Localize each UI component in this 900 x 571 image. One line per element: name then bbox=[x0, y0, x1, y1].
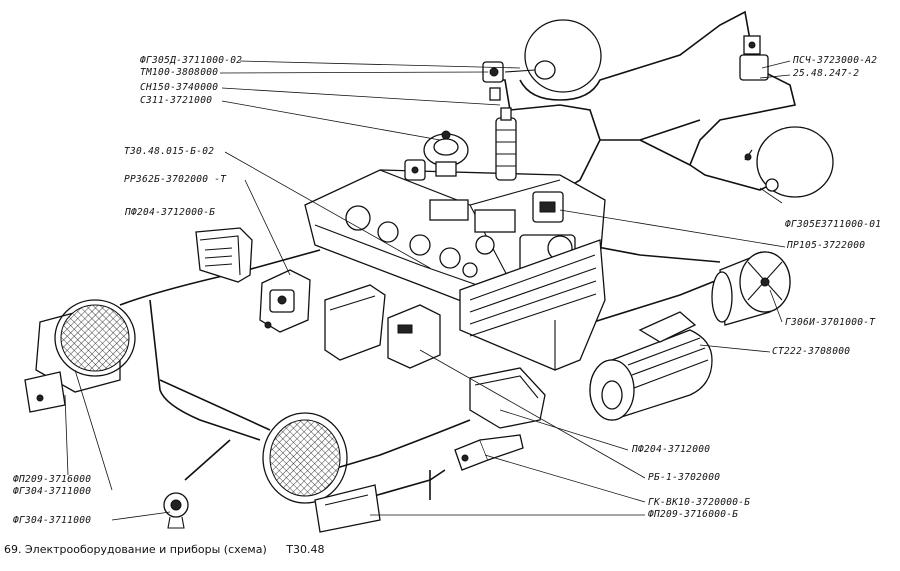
label-psch-sub: 25.48.247-2 bbox=[793, 68, 860, 79]
label-g306i: Г306И-3701000-Т bbox=[785, 317, 876, 328]
caption-text: Электрооборудование и приборы (схема) bbox=[25, 543, 267, 556]
headlight-left-lower bbox=[262, 412, 381, 533]
headlight-left-upper bbox=[24, 299, 136, 413]
label-pf204-bottom: ПФ204-3712000 bbox=[632, 444, 711, 455]
generator bbox=[711, 251, 791, 326]
label-psch: ПСЧ-3723000-А2 bbox=[793, 55, 878, 66]
label-st222: СТ222-3708000 bbox=[772, 346, 851, 357]
leader-lines bbox=[64, 60, 791, 521]
starter bbox=[589, 311, 713, 421]
label-fg305d: ФГ305Д-3711000-02 bbox=[140, 55, 243, 66]
turn-relay-psch bbox=[739, 35, 769, 81]
fuse-box bbox=[324, 284, 441, 369]
label-tm100: ТМ100-3808000 bbox=[140, 67, 219, 78]
label-t30-48: Т30.48.015-Б-02 bbox=[124, 146, 215, 157]
label-rr362b: РР362Б-3702000 -Т bbox=[124, 174, 227, 185]
ground-switch bbox=[454, 434, 524, 471]
side-lamp-pf204 bbox=[195, 227, 253, 283]
voltage-regulator bbox=[259, 269, 311, 333]
label-pr105: ПР105-3722000 bbox=[787, 240, 866, 251]
trailer-socket bbox=[163, 492, 189, 529]
side-lamp-pf204-bottom bbox=[469, 367, 546, 429]
figure-caption: 69. Электрооборудование и приборы (схема… bbox=[4, 543, 324, 556]
label-fp209: ФП209-3716000 bbox=[13, 474, 92, 485]
label-pf204-left: ПФ204-3712000-Б bbox=[125, 207, 216, 218]
label-fg304-a: ФГ304-3711000 bbox=[13, 486, 92, 497]
caption-number: 69. bbox=[4, 543, 22, 556]
label-fp209-b: ФП209-3716000-Б bbox=[648, 509, 739, 520]
label-gk-vk10: ГК-ВК10-3720000-Б bbox=[648, 497, 751, 508]
headlight-right bbox=[744, 126, 834, 198]
label-sn150: СН150-3740000 bbox=[140, 82, 219, 93]
label-rb1: РБ-1-3702000 bbox=[648, 472, 721, 483]
label-fg304-b: ФГ304-3711000 bbox=[13, 515, 92, 526]
caption-model: Т30.48 bbox=[286, 543, 325, 556]
battery-block bbox=[459, 239, 606, 371]
spark-plug bbox=[495, 107, 517, 181]
headlight-top bbox=[504, 19, 602, 93]
label-s311: С311-3721000 bbox=[140, 95, 213, 106]
label-fg305e: ФГ305Е3711000-01 bbox=[785, 219, 882, 230]
panel-switch bbox=[404, 159, 426, 181]
flasher-relay bbox=[423, 130, 469, 177]
